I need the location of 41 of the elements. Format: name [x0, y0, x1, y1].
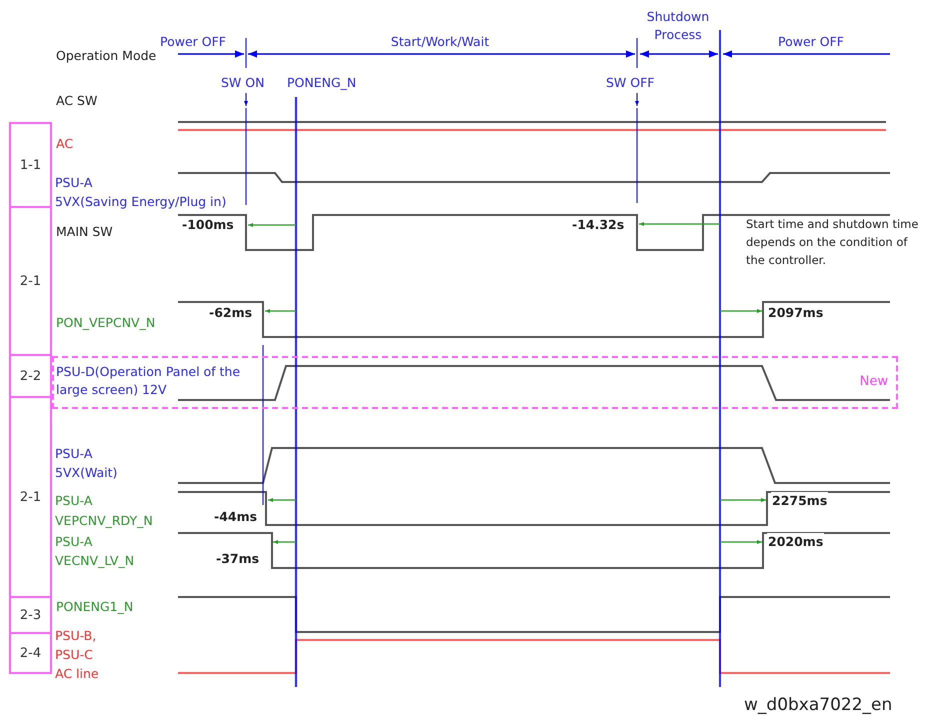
group-box [9, 354, 52, 398]
dashed-frame [52, 356, 898, 409]
group-number: 1-1 [20, 158, 42, 172]
signal-label: PSU-A [55, 445, 92, 462]
signal-label: VECNV_LV_N [55, 552, 134, 569]
signal-label: PSU-A [55, 492, 92, 509]
signal-label: PSU-A [55, 533, 92, 550]
mode-label: Power OFF [778, 33, 844, 50]
group-box [9, 206, 52, 356]
signal-label: PSU-A [55, 174, 92, 191]
mode-label: Start/Work/Wait [390, 33, 490, 51]
figure-id: w_d0bxa7022_en [744, 697, 892, 714]
note-text: New [860, 374, 888, 389]
signal-label: AC SW [56, 92, 98, 109]
row-label: Operation Mode [56, 47, 156, 64]
note-text: Start time and shutdown time depends on the condition of the controller. [746, 216, 920, 269]
signal-label: PSU-C [55, 646, 93, 663]
signal-label: VEPCNV_RDY_N [55, 512, 153, 529]
signal-label: AC line [55, 665, 99, 682]
signal-label: PSU-D(Operation Panel of the large screen) 12V [56, 363, 242, 399]
group-number: 2-3 [20, 608, 42, 622]
mode-label: Power OFF [160, 33, 226, 50]
group-number: 2-4 [20, 646, 42, 660]
group-box [9, 396, 52, 598]
signal-label: 5VX(Saving Energy/Plug in) [55, 193, 226, 210]
signal-label: PON_VEPCNV_N [56, 314, 156, 331]
signal-label: PONENG1_N [56, 598, 134, 615]
event-label: SW ON [221, 74, 264, 91]
group-number: 2-1 [20, 274, 42, 288]
signal-label: MAIN SW [56, 223, 113, 240]
event-label: PONENG_N [287, 74, 356, 91]
group-number: 2-1 [20, 490, 42, 504]
group-number: 2-2 [20, 368, 42, 384]
signal-label: AC [56, 135, 74, 152]
signal-label: PSU-B, [55, 627, 96, 644]
group-box [9, 596, 52, 634]
mode-label: Shutdown Process [646, 8, 710, 44]
group-box [9, 632, 52, 674]
signal-label: 5VX(Wait) [55, 464, 118, 481]
group-box [9, 122, 52, 208]
event-label: SW OFF [606, 74, 654, 91]
